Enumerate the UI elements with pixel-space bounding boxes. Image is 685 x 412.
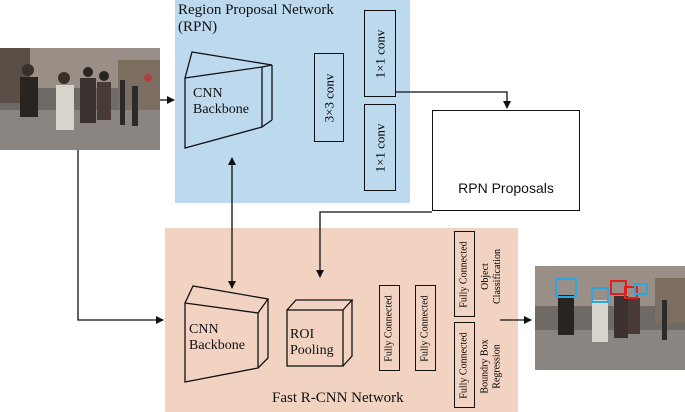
fast-rcnn-backbone-label-line1: CNN bbox=[189, 322, 219, 337]
fast-rcnn-panel bbox=[165, 228, 518, 412]
fast-rcnn-backbone-label: CNN Backbone bbox=[189, 322, 245, 354]
conv-3x3-label: 3×3 conv bbox=[321, 73, 337, 122]
fc-layer-2: Fully Connected bbox=[415, 285, 436, 371]
roi-pooling-cube bbox=[286, 299, 354, 367]
rpn-backbone-shape bbox=[184, 51, 273, 149]
rpn-title-line2: (RPN) bbox=[178, 19, 218, 36]
roi-pooling-label: ROI Pooling bbox=[290, 327, 334, 359]
output-image bbox=[535, 266, 685, 370]
fc-layer-2-label: Fully Connected bbox=[420, 294, 432, 362]
fast-rcnn-backbone-label-line2: Backbone bbox=[189, 338, 245, 354]
rpn-title: Region Proposal Network (RPN) bbox=[178, 2, 334, 37]
rpn-title-line1: Region Proposal Network bbox=[178, 2, 334, 18]
bbox-regression-line1: Boundry Box bbox=[479, 338, 491, 394]
conv-1x1-top-label: 1×1 conv bbox=[372, 29, 388, 78]
rpn-proposals-box bbox=[432, 110, 580, 211]
rpn-backbone-label-line2: Backbone bbox=[193, 102, 249, 118]
input-image bbox=[0, 48, 160, 150]
fast-rcnn-title: Fast R-CNN Network bbox=[272, 390, 404, 406]
rpn-panel bbox=[175, 0, 410, 203]
bbox-regression-line2: Regression bbox=[491, 343, 503, 389]
object-classification-line2: Classification bbox=[491, 248, 502, 304]
fc-classification: Fully Connected bbox=[454, 231, 475, 317]
rpn-backbone-label-line1: CNN bbox=[193, 86, 223, 101]
object-classification-line1: Object bbox=[479, 262, 491, 290]
rpn-backbone-label: CNN Backbone bbox=[193, 86, 249, 118]
conv-1x1-bottom-label: 1×1 conv bbox=[372, 123, 388, 172]
roi-pooling-label-line1: ROI bbox=[290, 327, 315, 342]
conv-1x1-bottom-box: 1×1 conv bbox=[364, 104, 396, 191]
roi-pooling-label-line2: Pooling bbox=[290, 343, 334, 359]
fc-regression-label: Fully Connected bbox=[459, 331, 471, 399]
fc-regression: Fully Connected bbox=[454, 322, 475, 408]
fc-layer-1-label: Fully Connected bbox=[384, 294, 396, 362]
conv-3x3-box: 3×3 conv bbox=[314, 53, 344, 142]
fc-layer-1: Fully Connected bbox=[379, 285, 400, 371]
conv-1x1-top-box: 1×1 conv bbox=[364, 10, 396, 97]
rpn-proposals-label: RPN Proposals bbox=[458, 180, 554, 196]
fc-classification-label: Fully Connected bbox=[459, 240, 471, 308]
bbox-regression-label: Boundry Box Regression bbox=[477, 328, 505, 404]
fast-rcnn-backbone-shape bbox=[184, 285, 270, 383]
object-classification-label: Object Classification bbox=[477, 238, 505, 314]
